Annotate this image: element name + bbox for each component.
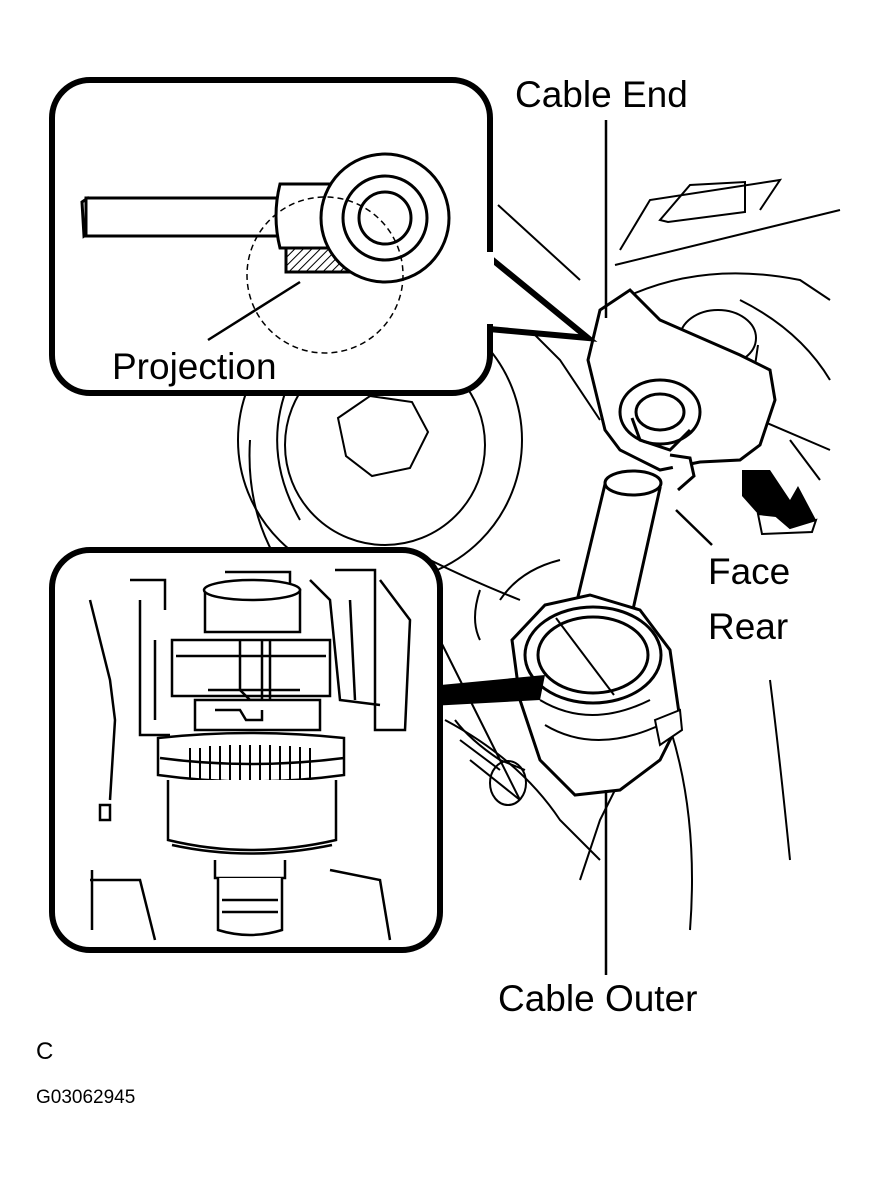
leader-lines (604, 120, 713, 975)
rear-label: Rear (708, 606, 789, 647)
figure-id: G03062945 (36, 1087, 136, 1108)
transmission-housing (237, 178, 841, 931)
cable-outer-label: Cable Outer (498, 978, 698, 1019)
projection-label: Projection (112, 346, 277, 387)
top-inset (49, 77, 598, 396)
cable-outer-collar (510, 593, 684, 797)
corner-letter: C (36, 1038, 54, 1065)
cable-end (586, 288, 777, 492)
cable-end-label: Cable End (515, 74, 688, 115)
bottom-inset (49, 547, 545, 953)
arrow-lower-right-icon (742, 470, 818, 536)
face-label: Face (708, 551, 791, 592)
face-rear-leader (675, 509, 713, 546)
